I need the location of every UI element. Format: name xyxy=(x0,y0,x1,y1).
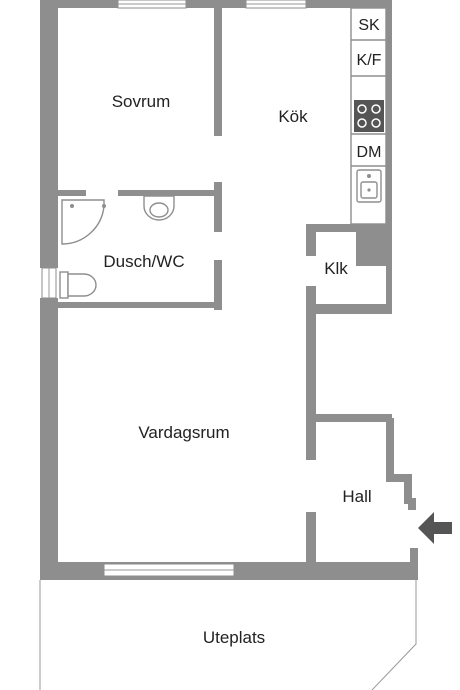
room-label-hall: Hall xyxy=(342,487,371,506)
toilet-icon xyxy=(59,271,97,299)
patio-outline xyxy=(39,580,417,690)
entrance-arrow-icon xyxy=(418,512,452,544)
stove-icon xyxy=(354,100,384,132)
room-label-kok: Kök xyxy=(278,107,308,126)
sink-icon xyxy=(356,169,382,203)
room-label-vardagsrum: Vardagsrum xyxy=(138,423,229,442)
room-label-uteplats: Uteplats xyxy=(203,628,265,647)
appliance-label-sk: SK xyxy=(358,17,380,34)
inner-walls xyxy=(58,0,392,580)
washbasin-icon xyxy=(143,195,175,221)
room-label-sovrum: Sovrum xyxy=(112,92,171,111)
room-label-dusch-wc: Dusch/WC xyxy=(103,252,184,271)
shower-icon xyxy=(61,199,106,245)
appliance-label-dm: DM xyxy=(357,144,382,161)
windows xyxy=(41,0,307,577)
appliance-label-kf: K/F xyxy=(357,52,382,69)
kitchen-counter xyxy=(350,7,387,225)
room-label-klk: Klk xyxy=(324,259,348,278)
